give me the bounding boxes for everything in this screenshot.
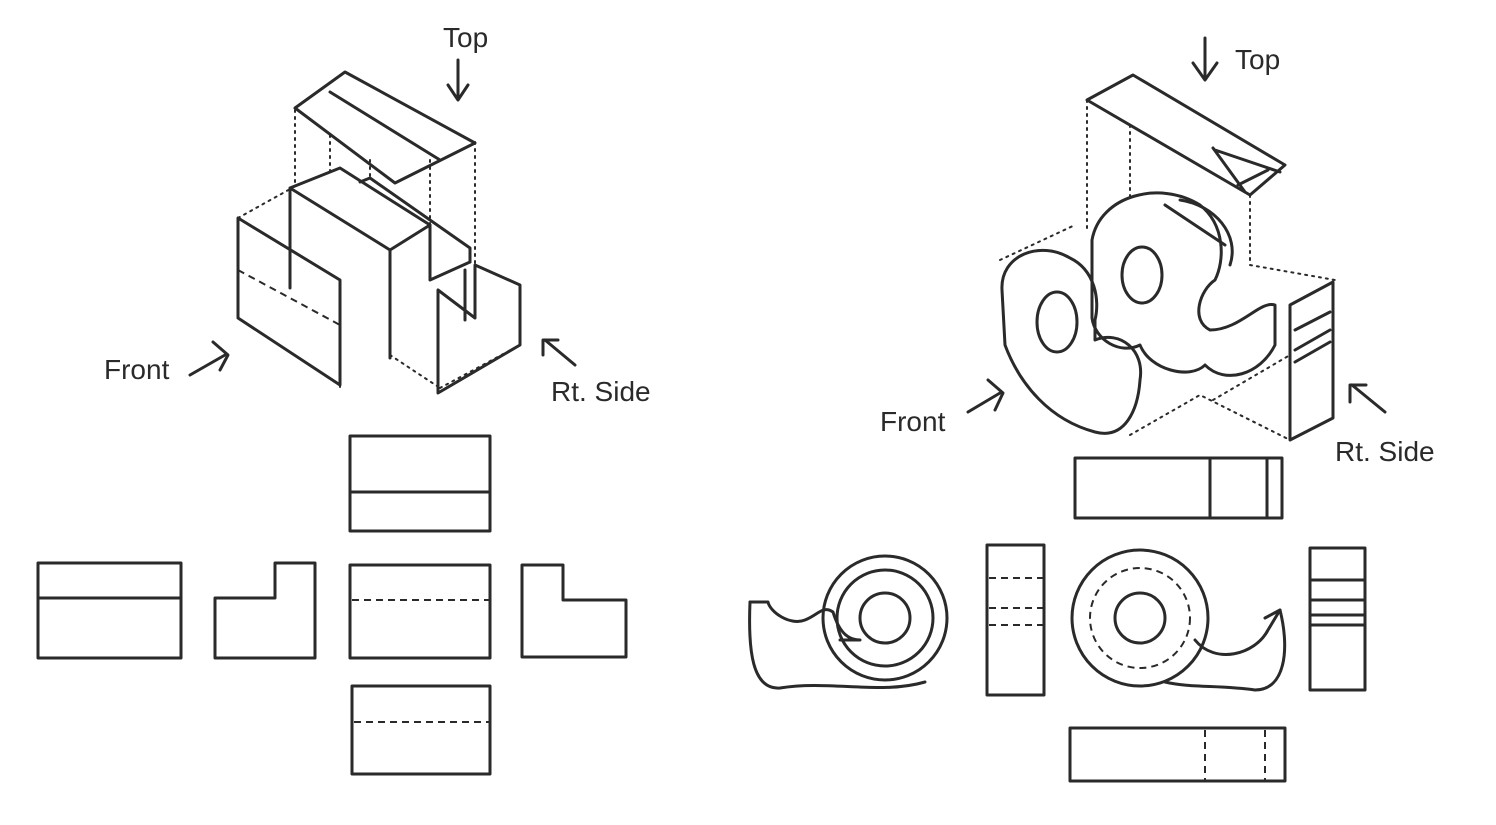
left-side-label: Rt. Side bbox=[551, 376, 651, 407]
left-isometric-block bbox=[188, 58, 577, 395]
left-front-label: Front bbox=[104, 354, 170, 385]
left-top-label: Top bbox=[443, 22, 489, 53]
left-top-view bbox=[348, 434, 492, 533]
right-front-view bbox=[1070, 548, 1287, 692]
left-bottom-view bbox=[350, 684, 492, 776]
right-top-label: Top bbox=[1235, 44, 1281, 75]
left-rear-view bbox=[36, 561, 183, 660]
right-isometric-dispenser bbox=[966, 36, 1387, 442]
right-front-label: Front bbox=[880, 406, 946, 437]
right-right-side-view bbox=[1308, 546, 1367, 692]
left-left-side-view bbox=[213, 561, 317, 660]
right-side-label: Rt. Side bbox=[1335, 436, 1435, 467]
right-left-side-view bbox=[985, 543, 1046, 697]
left-right-side-view bbox=[520, 563, 628, 659]
right-bottom-view bbox=[1068, 726, 1287, 783]
right-rear-view bbox=[748, 554, 949, 690]
right-top-view bbox=[1073, 456, 1284, 520]
left-front-view bbox=[348, 563, 492, 660]
